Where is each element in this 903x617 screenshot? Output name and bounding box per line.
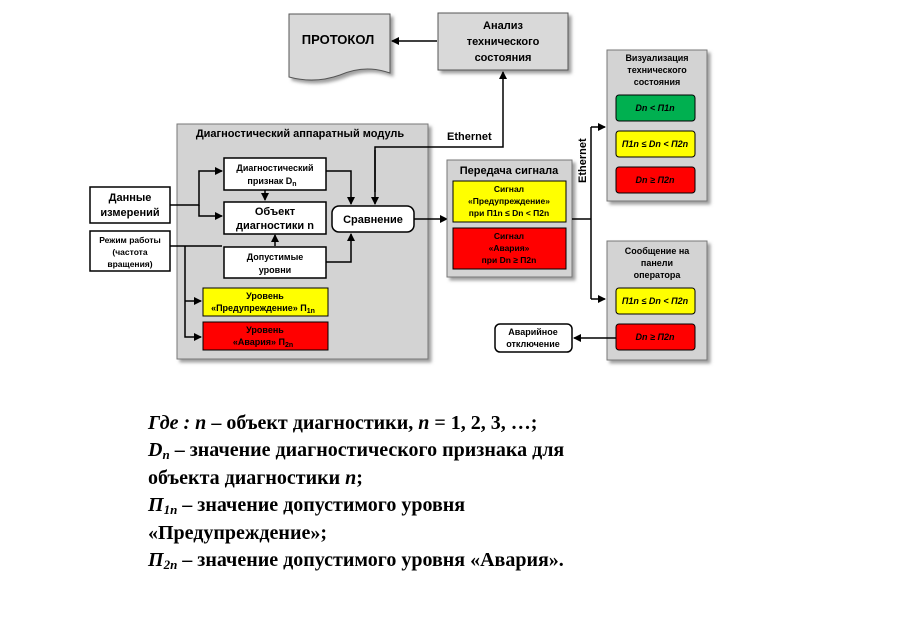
ethernet-side-label: Ethernet	[577, 138, 589, 183]
warn-level-line-1: Уровень	[246, 291, 284, 301]
signal-alarm-line-3: при Dn ≥ П2n	[482, 255, 537, 265]
arrow-data-to-object	[198, 205, 223, 220]
msg-yellow-label: П1n ≤ Dn < П2n	[622, 296, 689, 306]
measurement-data-line-1: Данные	[109, 192, 152, 204]
diagnostic-sign-line-2: признак Dn	[247, 176, 296, 188]
viz-title-2: технического	[627, 65, 687, 75]
msg-red-label: Dn ≥ П2n	[636, 332, 675, 342]
legend-line-1: Где : n – объект диагностики, n = 1, 2, …	[148, 412, 538, 434]
diagnostic-sign-line-1: Диагностический	[236, 163, 313, 173]
viz-red-box: Dn ≥ П2n	[615, 166, 696, 194]
legend-line-6: П2n – значение допустимого уровня «Авари…	[148, 549, 564, 572]
analysis-box: Анализ технического состояния	[437, 12, 569, 71]
legend-text: Где : n – объект диагностики, n = 1, 2, …	[148, 410, 748, 575]
arrow-allowed-to-compare	[326, 233, 355, 263]
measurement-data-box: Данные измерений	[89, 186, 171, 224]
signal-warning-box: Сигнал «Предупреждение» при П1n ≤ Dn < П…	[452, 180, 567, 223]
warning-level-box: Уровень «Предупреждение» П1n	[202, 287, 329, 317]
diagnostic-system-diagram: ПРОТОКОЛ Анализ технического состояния Д…	[89, 12, 708, 361]
signal-warn-line-1: Сигнал	[494, 184, 524, 194]
module-title: Диагностический аппаратный модуль	[196, 128, 405, 140]
object-line-2: диагностики n	[236, 220, 314, 232]
allowed-line-2: уровни	[259, 265, 291, 275]
legend-line-5: «Предупреждение»;	[148, 522, 328, 544]
compare-label: Сравнение	[343, 214, 403, 226]
compare-box: Сравнение	[331, 205, 415, 233]
msg-yellow-box: П1n ≤ Dn < П2n	[615, 287, 696, 315]
viz-green-label: Dn < П1n	[635, 103, 675, 113]
legend-line-2: Dn – значение диагностического признака …	[148, 439, 565, 462]
alarm-level-line-2: «Авария» П2n	[233, 337, 293, 349]
arrow-to-alarm-level	[184, 246, 202, 341]
operating-mode-box: Режим работы (частота вращения)	[89, 230, 171, 272]
signal-alarm-line-2: «Авария»	[489, 243, 530, 253]
operating-mode-line-1: Режим работы	[99, 235, 161, 245]
diagnostic-sign-box: Диагностический признак Dn	[223, 157, 327, 191]
signal-warn-line-3: при П1n ≤ Dn < П2n	[469, 208, 549, 218]
msg-title-1: Сообщение на	[625, 246, 691, 256]
signal-warn-line-2: «Предупреждение»	[468, 196, 550, 206]
viz-green-box: Dn < П1n	[615, 94, 696, 122]
diagnostic-object-box: Объект диагностики n	[223, 201, 327, 235]
msg-title-3: оператора	[634, 270, 682, 280]
alarm-level-box: Уровень «Авария» П2n	[202, 321, 329, 351]
analysis-line-2: технического	[467, 36, 540, 48]
allowed-levels-box: Допустимые уровни	[223, 246, 327, 279]
measurement-data-line-2: измерений	[100, 207, 159, 219]
warn-level-line-2: «Предупреждение» П1n	[211, 303, 315, 315]
viz-yellow-box: П1n ≤ Dn < П2n	[615, 130, 696, 158]
viz-title-1: Визуализация	[625, 53, 688, 63]
arrow-sign-to-compare	[326, 170, 355, 205]
signal-alarm-line-1: Сигнал	[494, 231, 524, 241]
viz-yellow-label: П1n ≤ Dn < П2n	[622, 139, 689, 149]
emergency-shutdown-box: Аварийное отключение	[494, 323, 573, 353]
signal-alarm-box: Сигнал «Авария» при Dn ≥ П2n	[452, 227, 567, 270]
legend-line-3: объекта диагностики n;	[148, 467, 363, 489]
alarm-level-line-1: Уровень	[246, 325, 284, 335]
legend-line-4: П1n – значение допустимого уровня	[148, 494, 466, 517]
msg-title-2: панели	[641, 258, 673, 268]
shutdown-line-2: отключение	[506, 339, 560, 349]
operating-mode-line-3: вращения)	[107, 259, 152, 269]
allowed-line-1: Допустимые	[247, 252, 304, 262]
viz-title-3: состояния	[634, 77, 681, 87]
msg-red-box: Dn ≥ П2n	[615, 323, 696, 351]
ethernet-top-label: Ethernet	[447, 131, 492, 143]
protocol-document: ПРОТОКОЛ	[288, 13, 391, 81]
object-line-1: Объект	[255, 206, 296, 218]
analysis-line-1: Анализ	[483, 20, 523, 32]
arrow-data-to-sign	[170, 167, 223, 206]
analysis-line-3: состояния	[475, 52, 532, 64]
shutdown-line-1: Аварийное	[508, 327, 557, 337]
transfer-title: Передача сигнала	[460, 165, 559, 177]
operating-mode-line-2: (частота	[112, 247, 147, 257]
viz-red-label: Dn ≥ П2n	[636, 175, 675, 185]
protocol-label: ПРОТОКОЛ	[302, 32, 375, 47]
